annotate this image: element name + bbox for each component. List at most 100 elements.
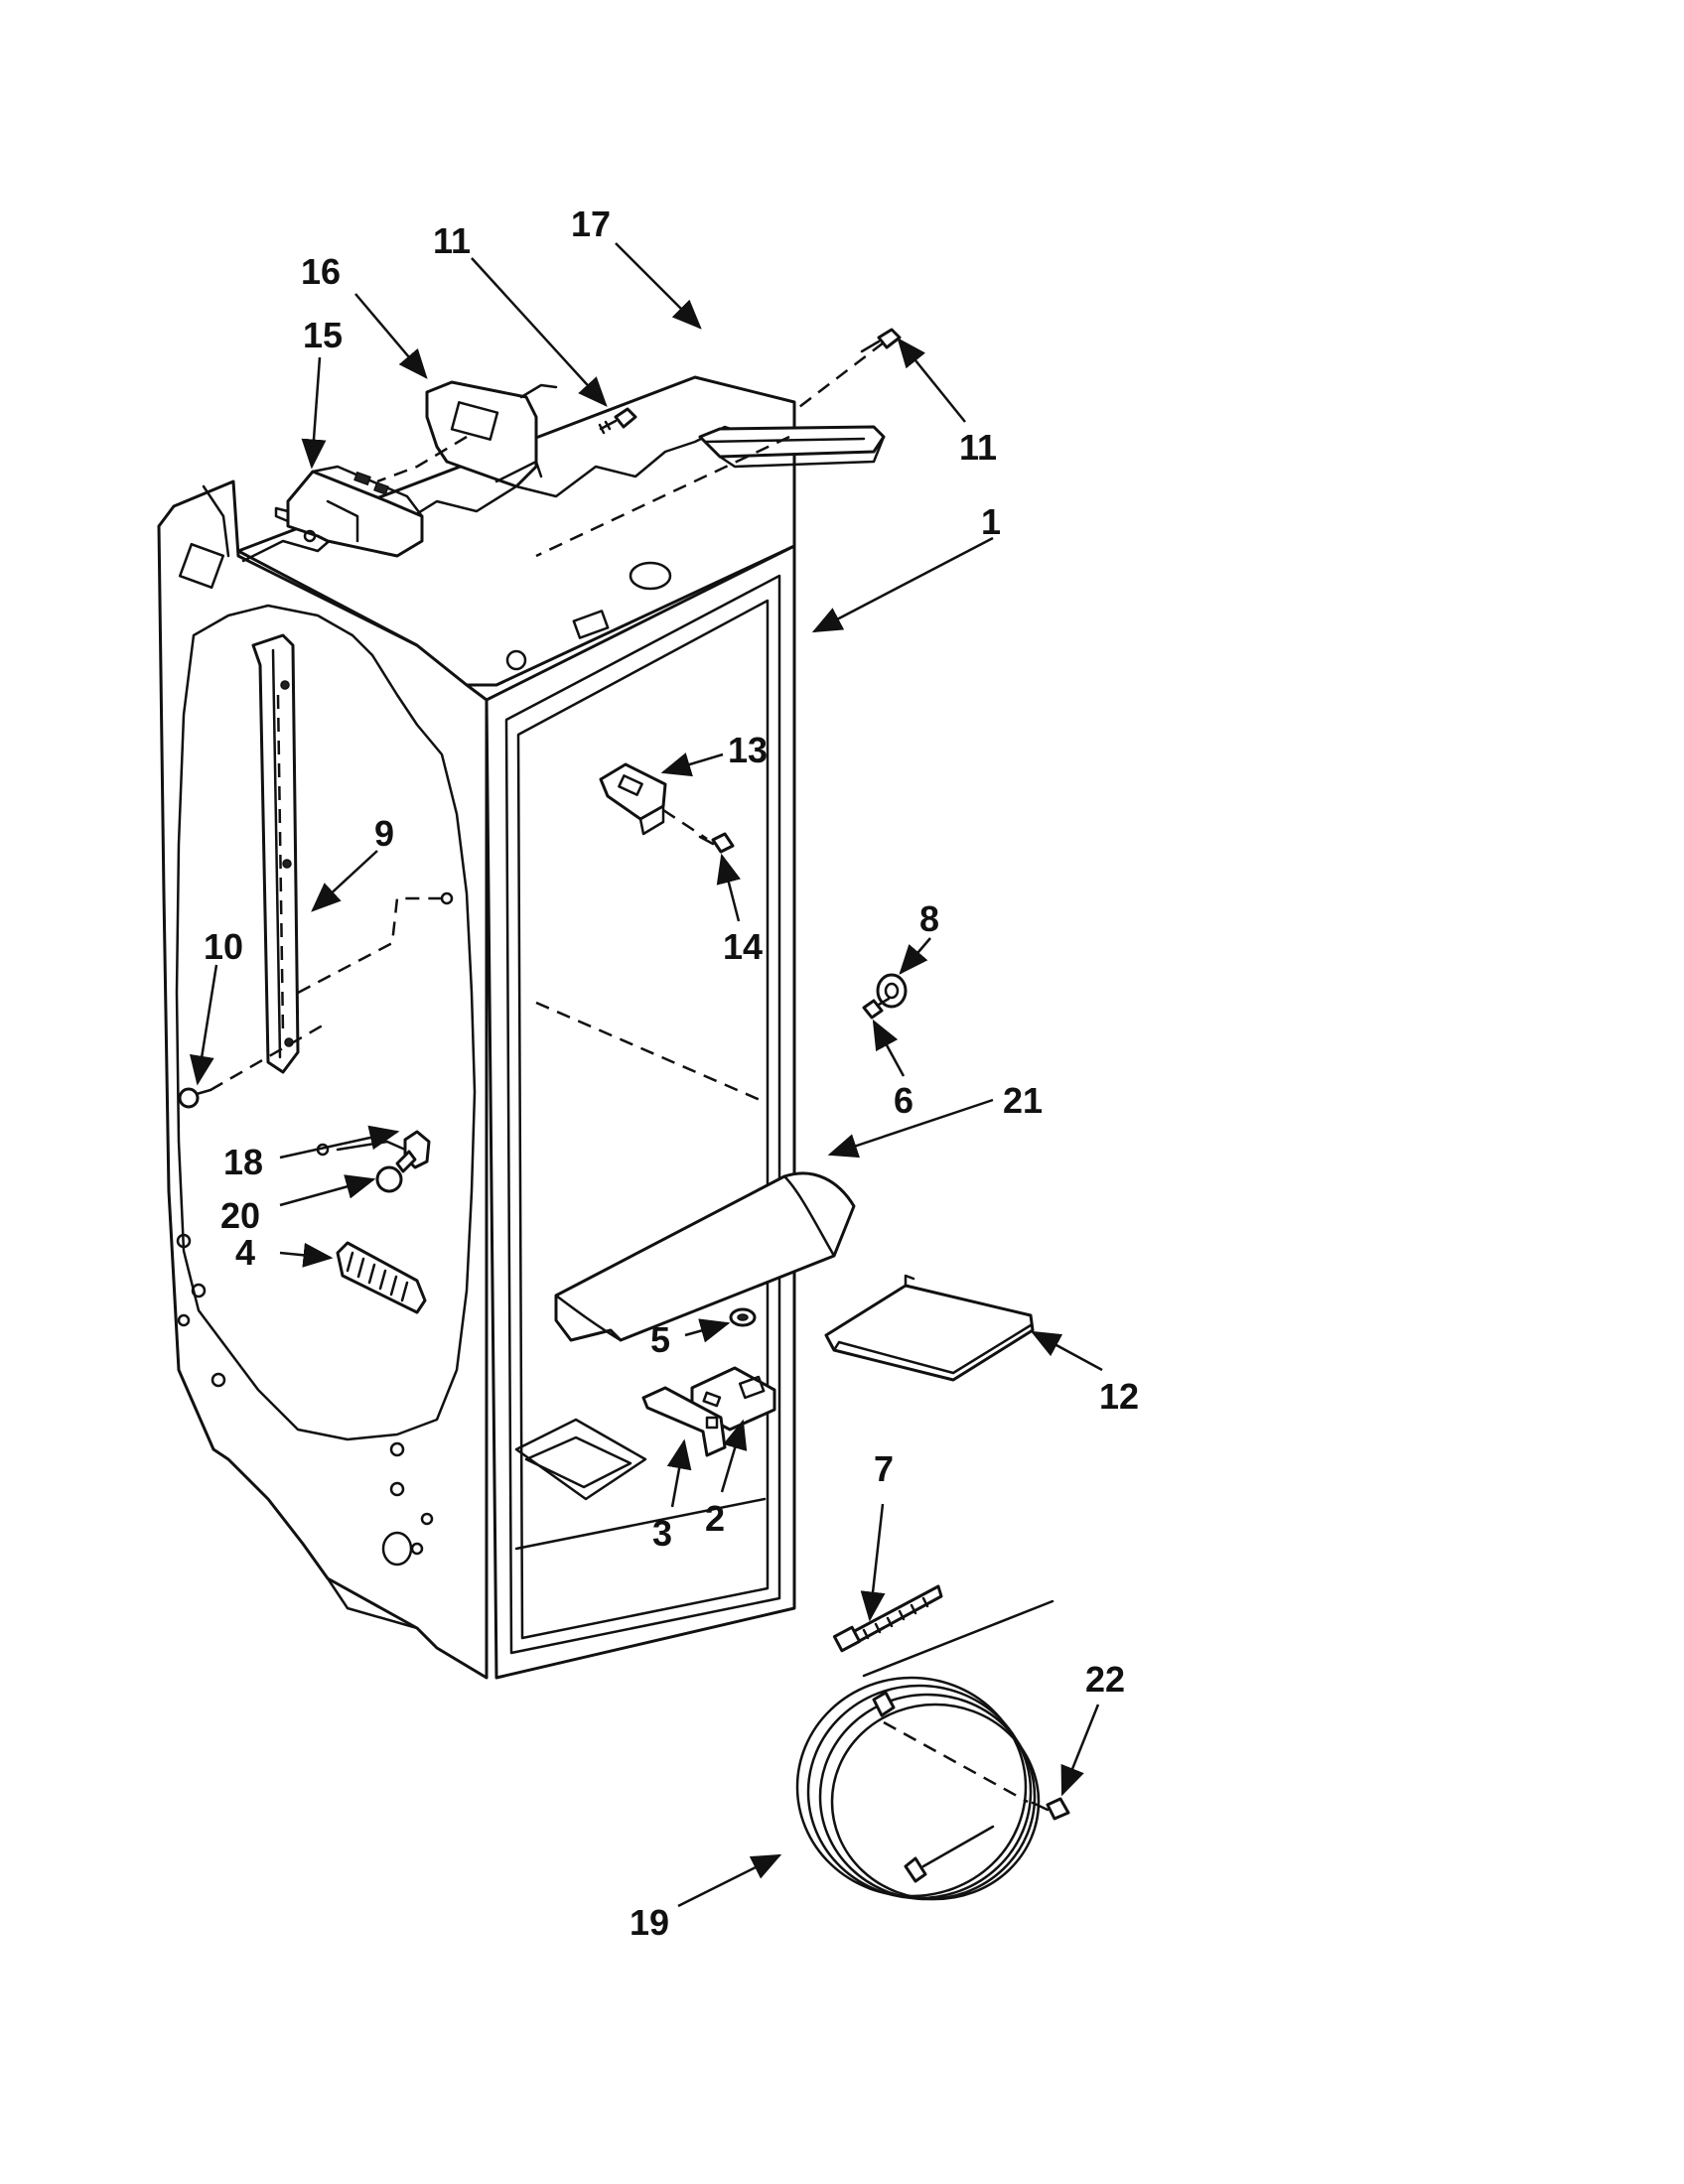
callout-8: 8	[919, 898, 939, 939]
screw-11-left-head	[614, 407, 637, 429]
top-panel-hole	[629, 561, 672, 591]
callout-3: 3	[652, 1513, 672, 1554]
spacer-8	[876, 973, 908, 1009]
screw-11-right	[860, 328, 902, 353]
leader-9	[311, 850, 378, 912]
wall-hole	[389, 1481, 405, 1497]
leader-lines	[189, 242, 1103, 1908]
control-bracket-body	[425, 380, 538, 488]
control-housing-top	[311, 465, 424, 518]
rail-screw-hole	[280, 680, 290, 690]
top-left-cutout	[202, 484, 230, 558]
mount-bracket	[599, 762, 667, 836]
wall-hole	[389, 1441, 405, 1457]
top-rail	[535, 341, 886, 558]
screw-22-dash	[883, 1720, 1029, 1804]
cable-tie-serration	[862, 1596, 929, 1640]
rail-hidden-line	[276, 694, 285, 1033]
screw-22-head	[1046, 1797, 1070, 1821]
callout-17: 17	[571, 204, 611, 244]
cabinet-top-panel	[236, 375, 796, 687]
shelf-plate-tab	[904, 1274, 915, 1288]
screw-6-shank	[877, 997, 891, 1007]
spacer-8-ring	[876, 973, 908, 1009]
cabinet-front-frame	[485, 544, 796, 1680]
control-housing-screw	[303, 529, 317, 543]
callout-15: 15	[303, 315, 343, 355]
control-bracket-arm	[519, 383, 558, 399]
grommet-5-inner	[737, 1313, 749, 1321]
callout-14: 14	[723, 926, 763, 967]
bottom-drip-tray-inner	[524, 1435, 632, 1489]
back-wall-dash	[535, 1001, 766, 1104]
air-grille-slat	[378, 1269, 387, 1291]
leader-8	[899, 937, 931, 975]
vertical-rail-edge	[271, 648, 282, 1059]
bracket-3	[641, 1386, 727, 1457]
top-left-square	[178, 542, 225, 590]
leader-16	[354, 293, 428, 379]
power-cord-clip	[872, 1691, 896, 1717]
wall-hole	[210, 1372, 226, 1388]
callout-18: 18	[223, 1142, 263, 1182]
air-grille-slat	[356, 1257, 365, 1279]
bracket-to-housing-dash	[376, 435, 468, 483]
wall-hole	[177, 1313, 191, 1327]
rail-screw-hole	[282, 859, 292, 869]
screw-22	[883, 1720, 1070, 1821]
cable-tie	[832, 1584, 943, 1653]
callout-9: 9	[374, 813, 394, 854]
leader-11b	[897, 338, 966, 423]
leader-5	[684, 1318, 731, 1343]
air-grille-slat	[367, 1263, 376, 1285]
wall-screw-hole	[440, 891, 454, 905]
control-housing-tab	[274, 506, 290, 523]
vertical-rail	[251, 633, 300, 1074]
light-bulb-globe	[375, 1165, 403, 1193]
leader-20	[279, 1174, 376, 1207]
leader-15	[301, 356, 327, 470]
rail-screw-dash	[798, 341, 885, 408]
leader-7	[860, 1503, 886, 1622]
screw-6	[862, 997, 891, 1020]
leader-22	[1060, 1704, 1100, 1797]
callout-10: 10	[204, 926, 243, 967]
top-rail-flange	[718, 435, 886, 469]
spacer-8-hole	[884, 982, 900, 1000]
wall-hole	[420, 1512, 434, 1526]
screw-11-left-thread	[598, 420, 612, 435]
callout-4: 4	[235, 1232, 255, 1273]
mount-bracket-slot	[618, 774, 643, 796]
cabinet-front-opening	[504, 574, 781, 1655]
power-cord-tail	[921, 1825, 995, 1868]
wall-hole	[191, 1283, 207, 1298]
left-wall-cutaway	[175, 604, 477, 1441]
wall-hole-large	[381, 1531, 413, 1567]
power-cord-clip	[904, 1856, 927, 1883]
top-panel-hole-small	[505, 649, 527, 671]
leader-1	[811, 536, 994, 633]
control-housing-knob	[353, 471, 371, 486]
curved-cover-fold	[554, 1294, 623, 1342]
screw-22-shank	[1031, 1801, 1050, 1812]
control-housing-detail	[326, 499, 359, 543]
leader-4	[279, 1242, 334, 1268]
screw-11-left	[598, 407, 637, 435]
cable-tie-head	[832, 1625, 862, 1653]
callout-13: 13	[728, 730, 768, 770]
callout-12: 12	[1099, 1376, 1139, 1417]
leader-13	[660, 752, 724, 777]
callout-11a: 11	[433, 220, 471, 261]
light-bulb-base	[395, 1150, 417, 1173]
rail-to-cabinet-dash	[535, 435, 790, 558]
leader-12	[1030, 1330, 1103, 1372]
leader-21	[827, 1098, 994, 1159]
shelf-plate-edge	[832, 1323, 1033, 1375]
bottom-floor-line	[514, 1497, 767, 1551]
callout-22: 22	[1085, 1659, 1125, 1700]
leader-19	[677, 1853, 782, 1908]
top-panel-slot	[572, 610, 610, 639]
screw-11-right-head	[877, 328, 902, 349]
callout-20: 20	[220, 1195, 260, 1236]
mount-bracket-flange	[638, 804, 665, 836]
